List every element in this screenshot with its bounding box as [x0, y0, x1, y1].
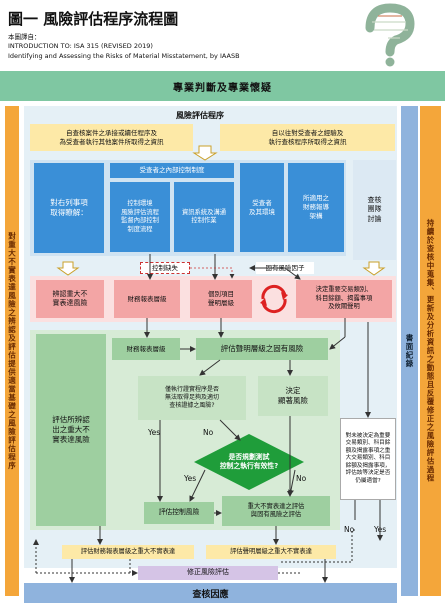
source-line-2: Identifying and Assessing the Risks of M…: [8, 51, 240, 60]
yes-label-3: Yes: [374, 525, 387, 534]
assess-inherent-risk-box: 評估聲明層級之固有風險: [196, 338, 328, 360]
team-discussion-box: 查核 團隊 討論: [353, 160, 396, 260]
iaasb-logo-image: [348, 2, 428, 68]
inherent-factors-label: 固有風險因子: [256, 262, 314, 274]
entity-environment-box: 受查者 及其環境: [240, 163, 284, 252]
no-label-3: No: [344, 525, 355, 534]
diamond-label: 是否規劃測試 控制之執行有效性?: [219, 452, 279, 470]
cycle-icon: [257, 282, 291, 316]
significant-risk-box: 決定 顯著風險: [258, 376, 328, 416]
source-line-1: INTRODUCTION TO: ISA 315 (REVISED 2019): [8, 42, 153, 51]
assertion-level-box: 個別項目 聲明層級: [190, 280, 252, 318]
assertion-level-rmm-box: 評估聲明層級之重大不實表達: [206, 545, 336, 559]
reporting-framework-box: 所適用之 財務報導 架構: [288, 163, 344, 252]
professional-judgment-banner: 專業判斷及專業懷疑: [0, 71, 445, 101]
prior-experience-box: 自以往對受查者之經驗及 執行查核程序所取得之資訊: [220, 124, 395, 151]
determine-significant-box: 決定重要交易類別、 科目餘額、揭露事項 及攸關聲明: [296, 280, 392, 318]
fs-level-rmm-box: 評估財務報表層級之重大不實表達: [62, 545, 194, 559]
non-significant-check-box: 對未被決定為重要交易類別、科目餘額及揭露事項之重大交易類別、科目餘額及揭露事項，…: [340, 418, 396, 500]
right-sidebar-outer-label: 持續於查核中蒐集、更新及分析資訊之動態且反覆修正之風險評估過程: [426, 219, 435, 483]
rmm-assessment-box: 重大不實表達之評估 與固有風險之評估: [222, 496, 330, 526]
identify-rmm-box: 辨認重大不 實表達風險: [36, 280, 104, 318]
assess-identified-rmm-box: 評估所辨認 出之重大不 實表達風險: [36, 334, 106, 526]
no-label-2: No: [296, 474, 307, 483]
page-title: 圖一 風險評估程序流程圖: [8, 10, 179, 28]
control-deficiency-label: 控制缺失: [140, 262, 190, 274]
assess-control-risk-box: 評估控制風險: [144, 502, 214, 524]
right-sidebar-inner: 書面紀錄: [401, 106, 418, 596]
yes-label-2: Yes: [184, 474, 197, 483]
revise-risk-box: 修正風險評估: [138, 566, 278, 580]
understand-label: 對右列事項 取得瞭解：: [34, 163, 104, 253]
left-sidebar-label: 對重大不實表達風險之辨認及評估提供適當基礎之風險評估程序: [7, 232, 17, 470]
source-citation: 本圖譯自： INTRODUCTION TO: ISA 315 (REVISED …: [8, 33, 240, 61]
info-system-box: 資訊系統及溝通 控制作業: [174, 182, 234, 252]
audit-response-footer: 查核因應: [24, 583, 397, 603]
fs-level-box: 財務報表層級: [114, 280, 180, 318]
risk-procedure-title: 風險評估程序: [176, 110, 224, 120]
test-controls-decision: 是否規劃測試 控制之執行有效性?: [194, 434, 304, 490]
yes-label-1: Yes: [148, 428, 161, 437]
substantive-only-box: 僅執行證實程序是否 無法取得足夠及適切 查核證據之風險?: [138, 376, 246, 420]
right-sidebar-outer: 持續於查核中蒐集、更新及分析資訊之動態且反覆修正之風險評估過程: [420, 106, 441, 596]
control-environment-box: 控制環境 風險評估流程 監督內部控制 制度流程: [110, 182, 170, 252]
left-sidebar: 對重大不實表達風險之辨認及評估提供適當基礎之風險評估程序: [5, 106, 19, 596]
right-sidebar-inner-label: 書面紀錄: [405, 334, 414, 368]
banner-label: 專業判斷及專業懷疑: [173, 82, 272, 94]
internal-control-box: 受查者之內部控制制度: [110, 163, 234, 178]
source-label: 本圖譯自：: [8, 33, 41, 41]
no-label-1: No: [203, 428, 214, 437]
acceptance-info-box: 自查核案件之承接或續任程序及 為受查者執行其他案件所取得之資訊: [30, 124, 193, 151]
fs-level-label: 財務報表層級: [112, 338, 180, 360]
